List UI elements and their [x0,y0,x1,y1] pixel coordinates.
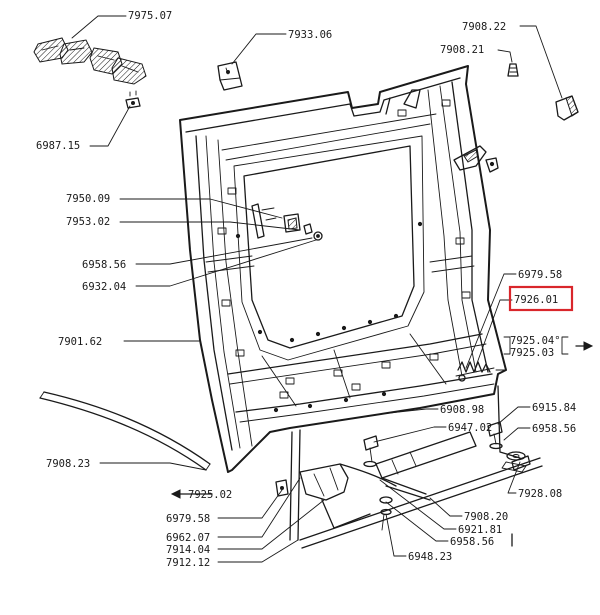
bolt-6947-part [363,435,379,468]
label-6962-07: 6962.07 [166,532,210,544]
label-7901-62: 7901.62 [58,336,102,348]
label-7928-08: 7928.08 [518,488,562,500]
label-7908-22: 7908.22 [462,21,506,33]
bumper-7908-21-part [507,63,519,77]
rubber-block-7908-22-part [555,95,579,121]
label-7953-02: 7953.02 [66,216,110,228]
label-7908-23: 7908.23 [46,458,90,470]
label-7914-04: 7914.04 [166,544,210,556]
label-6979-58-a: 6979.58 [518,269,562,281]
label-6948-23: 6948.23 [408,551,452,563]
label-6958-56-b: 6958.56 [532,423,576,435]
clip-6987-part [125,90,141,109]
label-7925-02: 7925.02 [188,489,232,501]
label-6932-04: 6932.04 [82,281,126,293]
arrow-icon [170,341,594,547]
pin-7928-part [511,455,531,471]
label-7912-12: 7912.12 [166,557,210,569]
label-7908-21: 7908.21 [440,44,484,56]
highlight-box [508,285,574,312]
bolt-6915-part [487,421,503,450]
label-6915-84: 6915.84 [532,402,576,414]
label-6987-15: 6987.15 [36,140,80,152]
emblem-part [33,37,147,85]
label-7933-06: 7933.06 [288,29,332,41]
striker-bracket-part [453,145,499,173]
label-6947-02: 6947.02 [448,422,492,434]
gas-strut-part [375,431,477,501]
label-7975-07: 7975.07 [128,10,172,22]
bracket-7933-part [217,61,243,91]
latch-assembly-part [251,203,323,241]
part-labels: 7975.07 7933.06 7908.22 7908.21 6987.15 … [36,10,576,569]
label-7908-20: 7908.20 [464,511,508,523]
seal-strip-part [39,391,211,471]
label-6979-58-b: 6979.58 [166,513,210,525]
label-6908-98: 6908.98 [440,404,484,416]
leader-lines [71,15,569,563]
spring-part [455,361,507,382]
label-7950-09: 7950.09 [66,193,110,205]
label-7926-01: 7926.01 [514,294,558,306]
label-6958-56-a: 6958.56 [82,259,126,271]
bracket-6962-part [275,463,371,529]
label-7925-04: 7925.04° [510,335,561,347]
label-6958-56-c: 6958.56 [450,536,494,548]
label-7925-03: 7925.03 [510,347,554,359]
label-6921-81: 6921.81 [458,524,502,536]
